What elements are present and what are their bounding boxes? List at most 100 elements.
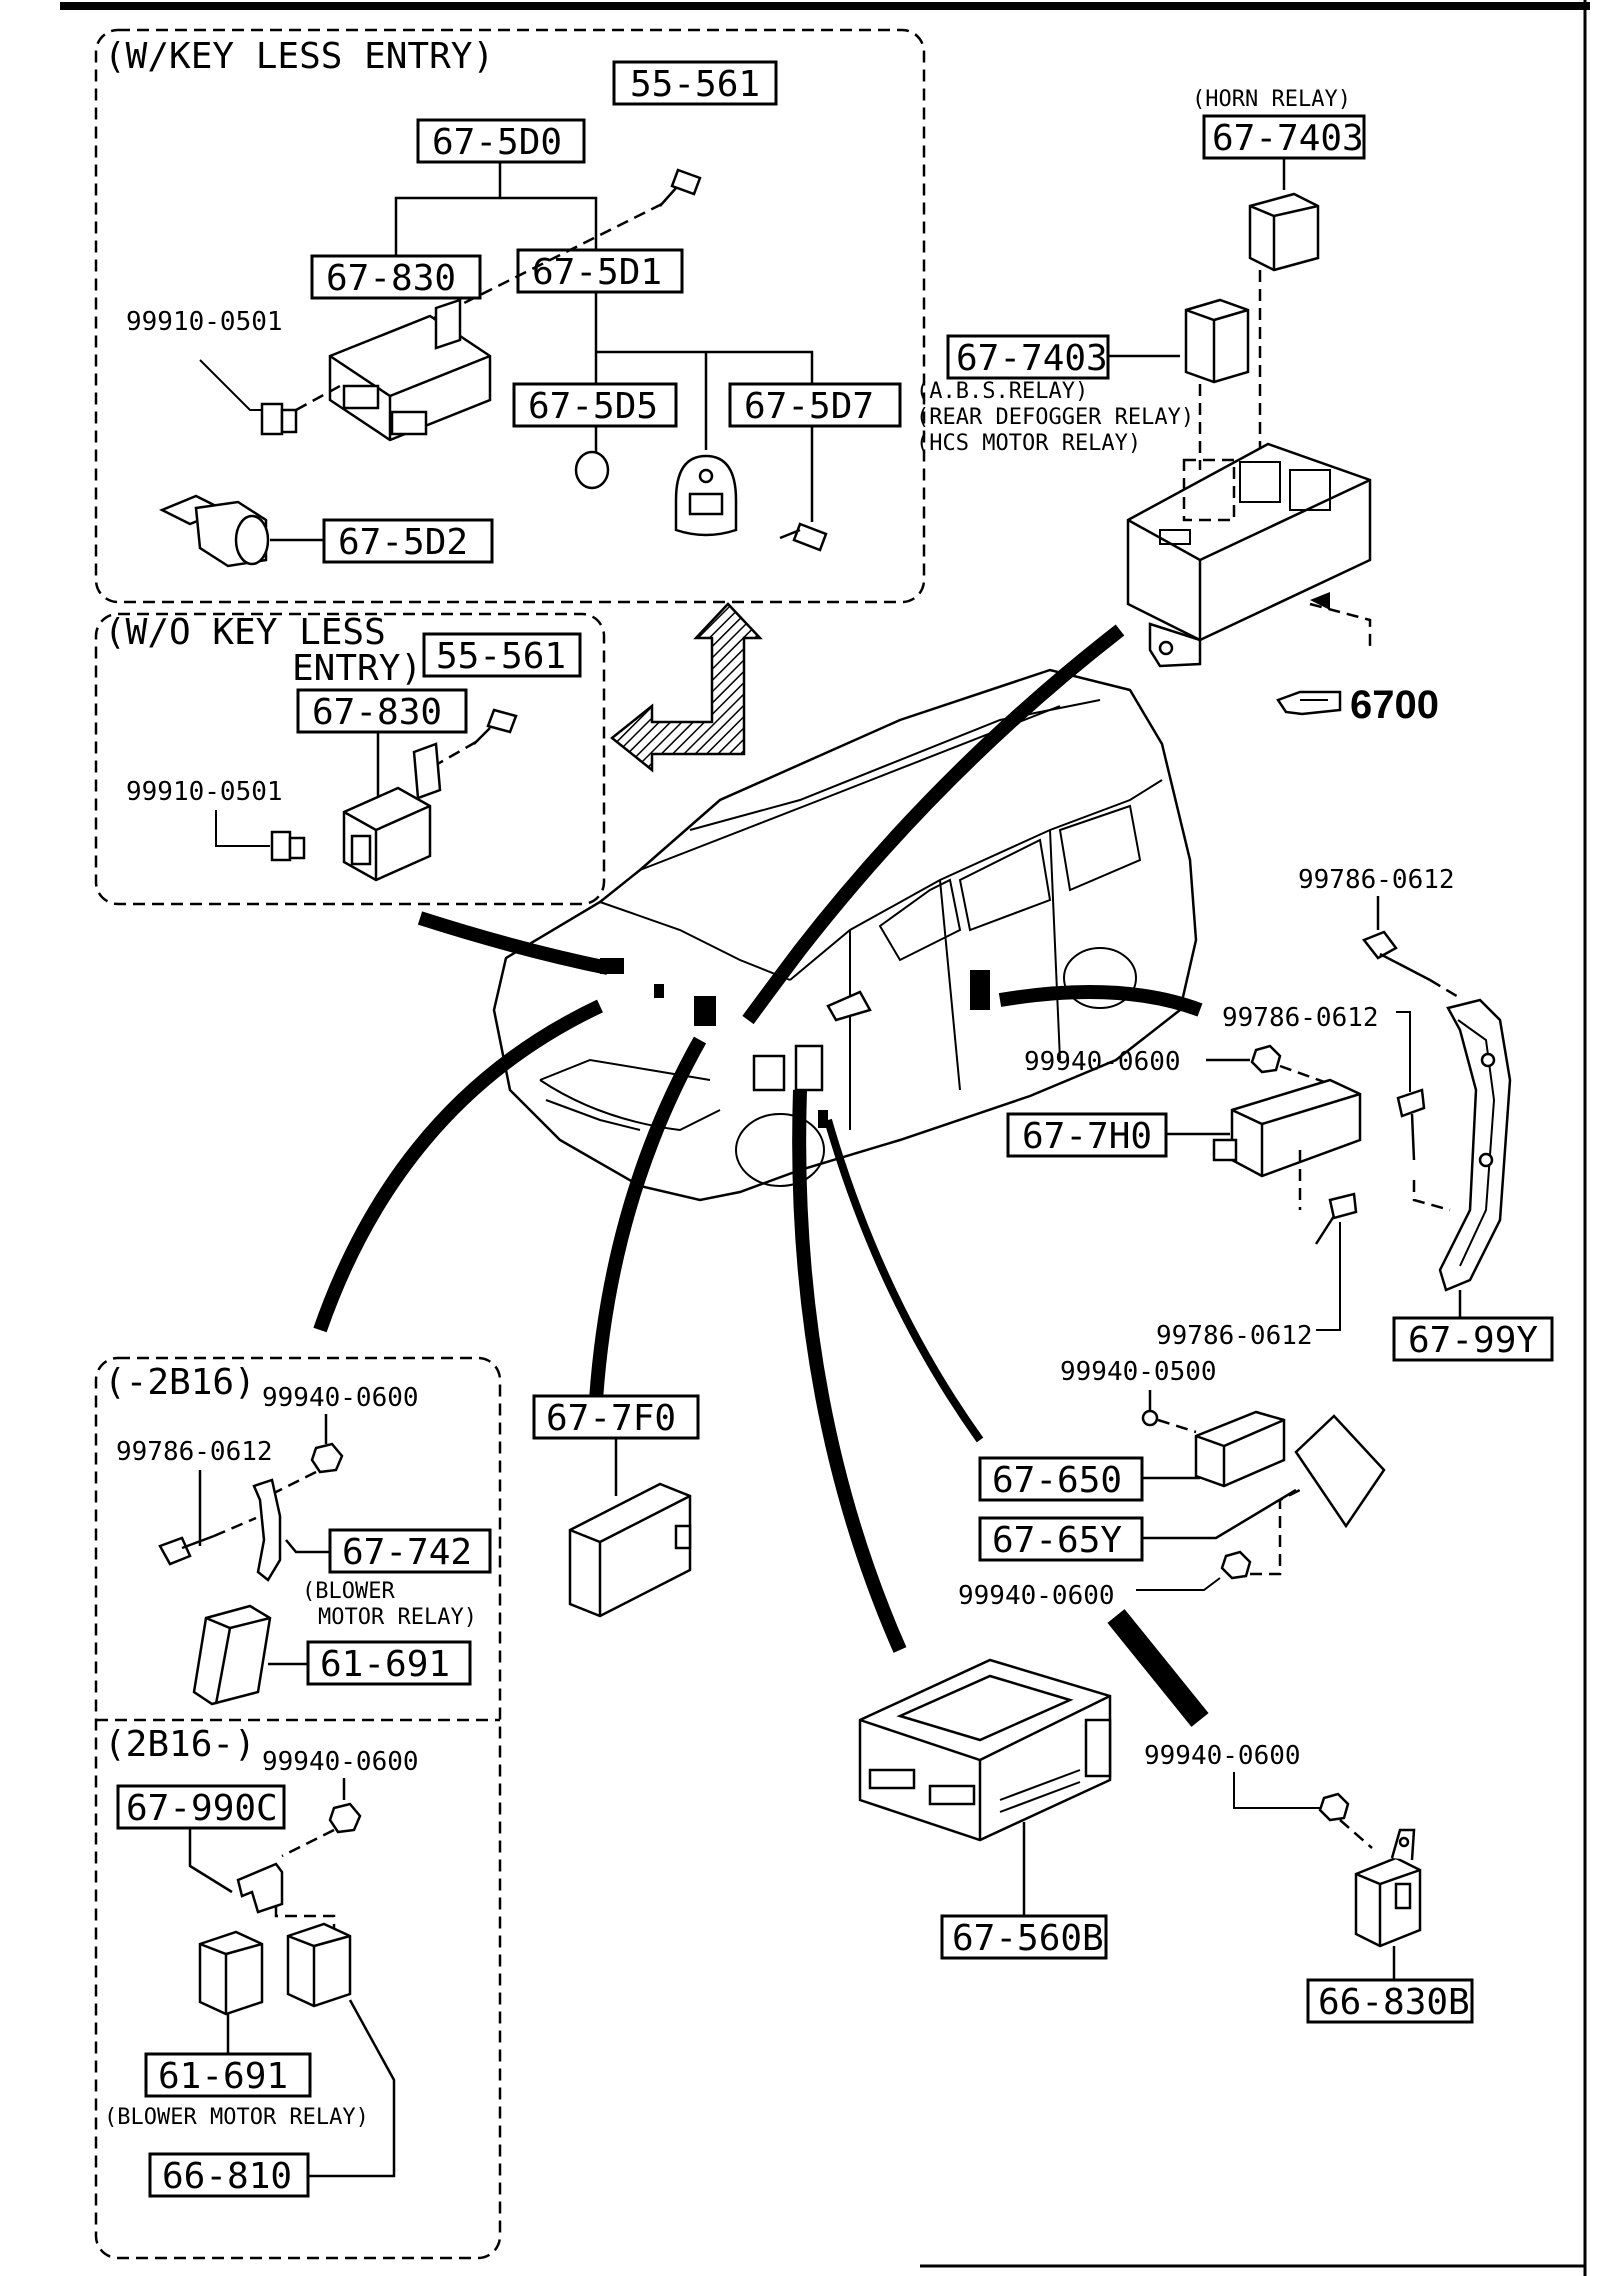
no-keyless-title-2: ENTRY): [292, 648, 422, 689]
fastener-99940-0600-e[interactable]: 99940-0600: [262, 1747, 419, 1777]
receiver-icon: [1194, 1410, 1286, 1488]
part-label-66-810[interactable]: 66-810: [148, 2152, 310, 2198]
clip-icon: [270, 830, 306, 862]
part-label-67-7403-a[interactable]: 67-7403: [1202, 114, 1366, 160]
leader-line: [1136, 1577, 1221, 1591]
horn-relay-note: (HORN RELAY): [1192, 87, 1351, 112]
part-label-67-830-a[interactable]: 67-830: [310, 254, 482, 300]
part-label-67-65y[interactable]: 67-65Y: [978, 1516, 1144, 1562]
callout-line: [998, 985, 1203, 1017]
leader-line: [1429, 978, 1461, 1000]
part-label-67-742[interactable]: 67-742: [328, 1528, 492, 1574]
blower-note-full: (BLOWER MOTOR RELAY): [104, 2105, 369, 2130]
no-keyless-entry-group: [94, 612, 606, 906]
part-label-66-830b[interactable]: 66-830B: [1306, 1978, 1474, 2024]
relay-icon: [198, 1930, 264, 2016]
part-label-67-7f0[interactable]: 67-7F0: [532, 1394, 700, 1440]
svg-text:67-7403: 67-7403: [956, 338, 1108, 379]
hcs-motor-note: (HCS MOTOR RELAY): [916, 431, 1141, 456]
fastener-99786-0612-c[interactable]: 99786-0612: [1156, 1321, 1313, 1351]
part-label-67-990c[interactable]: 67-990C: [116, 1784, 286, 1830]
fastener-99910-0501-a[interactable]: 99910-0501: [126, 307, 283, 337]
fastener-99786-0612-b[interactable]: 99786-0612: [1222, 1003, 1379, 1033]
part-label-55-561-b[interactable]: 55-561: [422, 632, 582, 678]
leader-line: [295, 384, 341, 412]
leader-line: [271, 1470, 317, 1496]
leader-line: [274, 1906, 336, 1934]
part-label-67-560b[interactable]: 67-560B: [940, 1914, 1108, 1960]
sensor-icon: [1354, 1828, 1422, 1948]
callout-line: [792, 1089, 907, 1653]
svg-text:67-99Y: 67-99Y: [1408, 1320, 1538, 1361]
fastener-99910-0501-b[interactable]: 99910-0501: [126, 777, 283, 807]
svg-text:61-691: 61-691: [158, 2056, 288, 2097]
svg-text:67-5D0: 67-5D0: [432, 122, 562, 163]
bolt-icon: [158, 1534, 215, 1566]
fastener-99786-0612-d[interactable]: 99786-0612: [116, 1437, 273, 1467]
svg-text:67-830: 67-830: [326, 258, 456, 299]
nut-icon: [1318, 1792, 1350, 1822]
module-marker: [694, 996, 716, 1026]
rear-defogger-note: (REAR DEFOGGER RELAY): [916, 405, 1194, 430]
control-module-icon: [328, 298, 492, 442]
keyless-entry-title: (W/KEY LESS ENTRY): [104, 36, 494, 77]
svg-text:67-7H0: 67-7H0: [1022, 1116, 1152, 1157]
part-label-67-7h0[interactable]: 67-7H0: [1006, 1112, 1168, 1158]
part-label-67-7403-b[interactable]: 67-7403: [946, 334, 1110, 380]
part-label-61-691-a[interactable]: 61-691: [306, 1640, 472, 1686]
part-label-67-5d2[interactable]: 67-5D2: [322, 518, 494, 564]
leader-line: [429, 202, 663, 322]
horn-relay-icon: [1248, 192, 1320, 272]
hatched-arrow-icon: [609, 602, 763, 773]
washer-icon: [1141, 1409, 1159, 1427]
part-label-67-830-b[interactable]: 67-830: [296, 688, 468, 734]
leader-line: [1279, 1064, 1331, 1086]
plate-icon: [1294, 1414, 1386, 1529]
tree-line: [394, 162, 502, 256]
bolt-icon: [1314, 1192, 1358, 1245]
leader-line: [1233, 1772, 1324, 1809]
fastener-99940-0600-b[interactable]: 99940-0600: [958, 1581, 1115, 1611]
svg-text:67-830: 67-830: [312, 692, 442, 733]
fastener-99940-0600-a[interactable]: 99940-0600: [1024, 1047, 1181, 1077]
part-label-67-5d1[interactable]: 67-5D1: [516, 248, 684, 294]
blower-relay-icon: [192, 1604, 272, 1706]
post-2b16-title: (2B16-): [104, 1724, 256, 1765]
part-label-67-5d5[interactable]: 67-5D5: [512, 382, 678, 428]
fastener-99940-0500[interactable]: 99940-0500: [1060, 1357, 1217, 1387]
svg-text:66-810: 66-810: [162, 2156, 292, 2197]
fastener-99940-0600-c[interactable]: 99940-0600: [1144, 1741, 1301, 1771]
part-label-67-650[interactable]: 67-650: [978, 1456, 1144, 1502]
bolt-icon: [473, 708, 518, 745]
relay-icon: [1184, 298, 1250, 384]
leader-line: [188, 1828, 233, 1894]
leader-line: [1339, 1819, 1373, 1849]
svg-text:67-7F0: 67-7F0: [546, 1398, 676, 1439]
fastener-99940-0600-d[interactable]: 99940-0600: [262, 1383, 419, 1413]
callout-line: [417, 911, 610, 975]
svg-text:66-830B: 66-830B: [1318, 1982, 1470, 2023]
part-label-67-99y[interactable]: 67-99Y: [1392, 1316, 1554, 1362]
page-ref[interactable]: 6700: [1350, 683, 1439, 727]
leader-line: [419, 740, 477, 776]
leader-line: [1309, 602, 1372, 650]
nut-icon: [328, 1802, 362, 1834]
part-label-55-561-a[interactable]: 55-561: [612, 60, 778, 106]
svg-text:67-5D2: 67-5D2: [338, 522, 468, 563]
key-fob-icon: [674, 454, 738, 537]
part-label-61-691-b[interactable]: 61-691: [144, 2052, 312, 2098]
part-label-67-5d7[interactable]: 67-5D7: [728, 382, 902, 428]
nut-icon: [310, 1442, 344, 1474]
callout-line: [313, 999, 603, 1333]
button-cap-icon: [574, 426, 610, 490]
nut-icon: [1220, 1550, 1252, 1580]
part-label-67-5d0[interactable]: 67-5D0: [416, 118, 586, 164]
svg-text:55-561: 55-561: [630, 64, 760, 105]
pointing-hand-icon: [1276, 690, 1342, 716]
fastener-99786-0612-a[interactable]: 99786-0612: [1298, 865, 1455, 895]
svg-text:61-691: 61-691: [320, 1644, 450, 1685]
airbag-module-icon: [858, 1658, 1112, 1842]
control-unit-icon: [1212, 1078, 1362, 1178]
leader-line: [1157, 1418, 1197, 1434]
keyless-entry-group: [94, 28, 926, 604]
